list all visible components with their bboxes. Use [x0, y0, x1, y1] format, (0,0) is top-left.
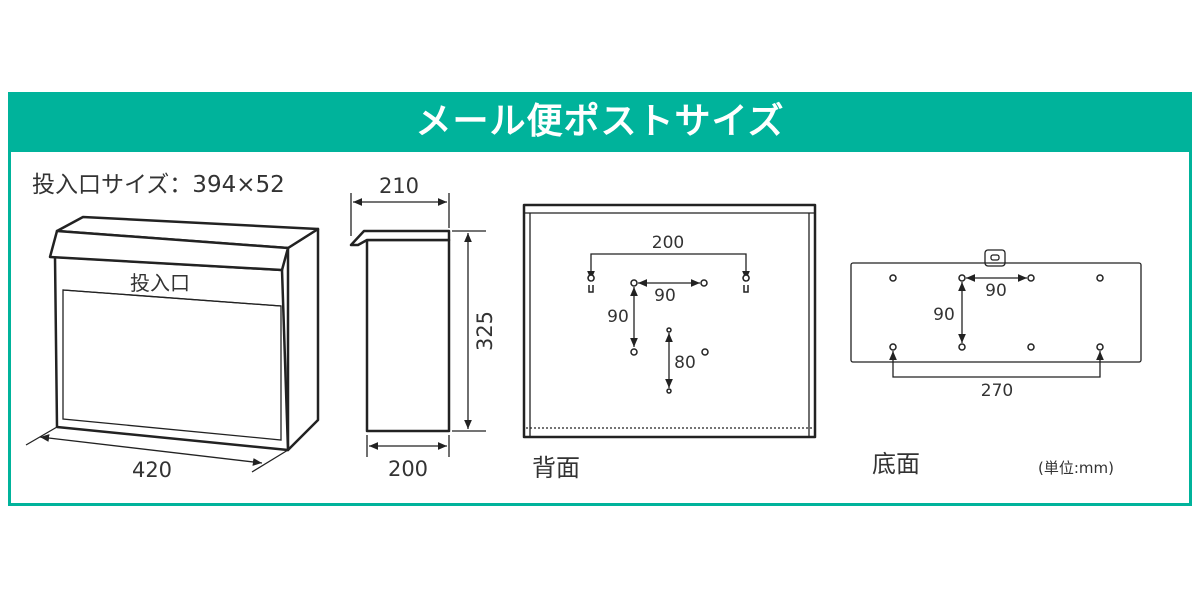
- keyhole-icon: [742, 274, 750, 293]
- slot-label: 投入口: [130, 271, 190, 295]
- width-dimension: 420: [132, 458, 172, 482]
- bottom-outer-spacing: 270: [981, 381, 1013, 401]
- bottom-h-spacing: 90: [985, 281, 1007, 301]
- hole-v-spacing: 90: [607, 307, 629, 327]
- keyhole-spacing: 200: [652, 233, 684, 253]
- hole-h-spacing: 90: [654, 286, 676, 306]
- front-view: 投入口 420: [25, 215, 320, 482]
- back-view: 200 90 90 80 背面: [522, 203, 817, 482]
- top-depth-dimension: 210: [379, 174, 419, 198]
- keyhole-icon: [587, 274, 595, 293]
- bottom-depth-dimension: 200: [388, 457, 428, 481]
- slot-size-label: 投入口サイズ：394×52: [32, 172, 285, 198]
- bottom-view-label: 底面: [872, 450, 920, 478]
- back-view-label: 背面: [532, 454, 580, 482]
- page-title: メール便ポストサイズ: [8, 92, 1192, 152]
- side-view: 210 325 200: [349, 174, 497, 481]
- height-dimension: 325: [473, 311, 497, 351]
- bottom-view: 90 90 270 底面: [850, 249, 1142, 478]
- unit-label: (単位:mm): [1038, 459, 1114, 477]
- bottom-v-spacing: 90: [933, 305, 955, 325]
- small-hole-spacing: 80: [674, 353, 696, 373]
